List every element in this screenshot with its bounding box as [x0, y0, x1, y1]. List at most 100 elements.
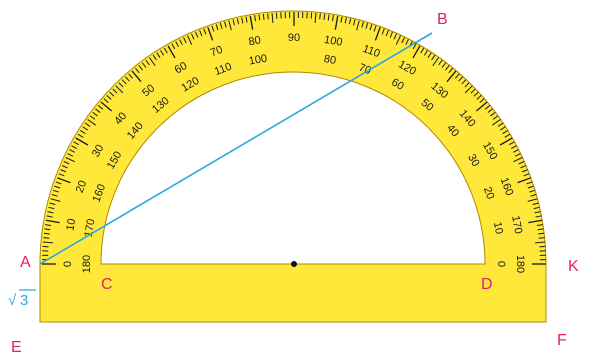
scale-tick	[141, 62, 147, 68]
scale-tick	[67, 153, 74, 157]
point-label-b: B	[437, 11, 448, 28]
scale-tick	[532, 202, 539, 205]
scale-tick	[46, 215, 53, 218]
scale-tick	[71, 145, 78, 149]
scale-tick	[245, 16, 248, 23]
scale-tick	[538, 232, 545, 235]
scale-tick	[75, 137, 89, 146]
scale-tick	[491, 119, 501, 126]
scale-tick	[175, 41, 179, 48]
scale-tick	[171, 43, 176, 50]
scale-tick	[344, 17, 347, 24]
scale-tick	[448, 67, 453, 74]
scale-tick	[365, 22, 369, 29]
scale-tick	[106, 95, 112, 100]
scale-tick	[228, 20, 232, 31]
scale-tick	[224, 21, 227, 28]
scale-tick	[128, 73, 133, 79]
scale-tick	[374, 26, 381, 41]
scale-tick	[43, 237, 50, 239]
scale-tick	[262, 13, 265, 20]
scale-tick	[191, 33, 195, 40]
scale-tick	[45, 219, 60, 224]
scale-tick	[395, 35, 401, 45]
scale-tick	[533, 206, 540, 210]
scale-tick	[458, 76, 463, 82]
inner-scale-label: 60	[389, 76, 406, 93]
scale-tick	[241, 17, 244, 24]
scale-tick	[473, 91, 479, 97]
scale-tick	[152, 54, 157, 61]
scale-tick	[232, 19, 235, 26]
inner-scale-label: 0	[495, 261, 507, 267]
inner-scale-label: 30	[465, 152, 482, 169]
point-label-c: C	[101, 276, 113, 293]
scale-tick	[334, 15, 339, 30]
scale-tick	[207, 26, 214, 41]
scale-tick	[195, 31, 199, 38]
scale-tick	[254, 15, 257, 22]
segment-ab	[39, 32, 433, 265]
scale-tick	[258, 14, 261, 21]
scale-tick	[464, 85, 473, 94]
scale-tick	[518, 161, 525, 165]
scale-tick	[487, 108, 493, 113]
outer-scale-label: 0	[62, 261, 74, 267]
outer-scale-label: 30	[90, 143, 107, 160]
scale-tick	[47, 211, 54, 214]
scale-tick	[55, 181, 62, 185]
scale-tick	[95, 108, 101, 113]
scale-tick	[42, 241, 53, 244]
scale-tick	[420, 47, 425, 54]
scale-tick	[73, 141, 80, 146]
scale-tick	[160, 50, 165, 56]
scale-tick	[476, 95, 482, 100]
scale-tick	[65, 157, 75, 163]
scale-tick	[497, 122, 504, 127]
scale-tick	[464, 82, 470, 88]
scale-tick	[385, 30, 389, 37]
scale-tick	[100, 101, 113, 112]
outer-scale-label: 90	[288, 32, 300, 44]
scale-tick	[500, 126, 506, 131]
scale-tick	[475, 101, 488, 112]
scale-tick	[504, 133, 511, 138]
scale-ticks	[42, 12, 546, 265]
scale-tick	[438, 59, 443, 66]
scale-tick	[44, 228, 51, 231]
scale-tick	[323, 13, 326, 20]
scale-tick	[236, 18, 240, 25]
outer-scale-label: 20	[74, 179, 89, 195]
scale-tick	[513, 157, 523, 163]
scale-tick	[441, 62, 447, 68]
radical-sign: √	[8, 292, 17, 309]
scale-tick	[534, 211, 541, 214]
inner-scale-label: 10	[491, 221, 505, 235]
scale-tick	[60, 169, 67, 173]
outer-scale-label: 160	[498, 176, 516, 197]
inner-scale-label: 20	[481, 185, 496, 201]
scale-tick	[69, 149, 76, 153]
outer-scale-label: 110	[361, 43, 382, 60]
outer-scale-label: 170	[509, 215, 524, 235]
scale-tick	[427, 52, 432, 58]
outer-scale-label: 100	[323, 34, 343, 49]
scale-tick	[145, 59, 150, 66]
scale-tick	[446, 70, 457, 83]
scale-tick	[499, 137, 513, 146]
scale-tick	[115, 85, 124, 94]
scale-tick	[63, 161, 70, 165]
scale-tick	[526, 181, 533, 185]
side-length-label: √ 3	[8, 289, 36, 309]
scale-tick	[353, 19, 356, 26]
scale-tick	[271, 12, 274, 23]
scale-tick	[527, 185, 534, 189]
scale-tick	[530, 194, 537, 197]
center-dot-icon	[291, 261, 297, 267]
scale-tick	[331, 15, 334, 22]
inner-scale-label: 70	[357, 62, 373, 77]
scale-tick	[82, 126, 88, 131]
scale-tick	[84, 122, 91, 127]
scale-tick	[179, 39, 183, 46]
scale-tick	[527, 198, 538, 202]
